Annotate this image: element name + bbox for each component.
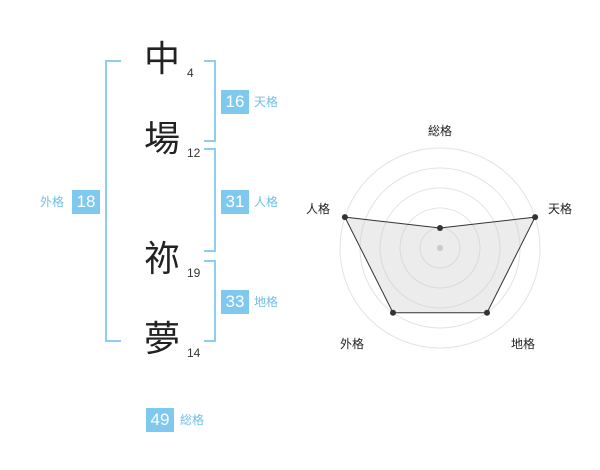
- stroke-count-4: 14: [187, 346, 201, 360]
- radar-series-area: [344, 216, 536, 314]
- radar-point-jinkaku: [341, 214, 348, 221]
- name-char-3: 祢: [143, 239, 180, 280]
- soukaku-value: 49: [146, 408, 174, 432]
- radar-point-tenkaku: [532, 214, 539, 221]
- chikaku-label: 地格: [254, 295, 279, 309]
- radar-point-gaikaku: [389, 309, 396, 316]
- radar-grid-ring-5: [339, 147, 541, 349]
- jinkaku-value: 31: [221, 190, 249, 214]
- radar-point-chikaku: [484, 309, 491, 316]
- stroke-count-3: 19: [187, 266, 201, 280]
- jinkaku-bracket: [204, 148, 216, 252]
- gaikaku-label: 外格: [40, 195, 65, 209]
- tenkaku-label: 天格: [254, 95, 279, 109]
- radar-label-tenkaku: 天格: [548, 202, 573, 216]
- radar-center-dot: [437, 245, 443, 251]
- jinkaku-label: 人格: [254, 195, 279, 209]
- stroke-count-2: 12: [187, 146, 201, 160]
- radar-chart: [339, 147, 541, 349]
- name-char-4: 夢: [143, 319, 180, 360]
- gaikaku-bracket: [105, 60, 121, 342]
- stroke-count-1: 4: [187, 66, 194, 80]
- radar-label-gaikaku: 外格: [340, 337, 365, 351]
- radar-label-chikaku: 地格: [511, 337, 536, 351]
- soukaku-label: 総格: [180, 413, 205, 427]
- tenkaku-bracket: [204, 60, 216, 142]
- radar-label-jinkaku: 人格: [306, 202, 331, 216]
- radar-grid-ring-3: [379, 187, 501, 309]
- chikaku-bracket: [204, 260, 216, 342]
- radar-point-soukaku: [437, 225, 443, 231]
- name-char-1: 中: [143, 39, 180, 80]
- tenkaku-value: 16: [221, 90, 249, 114]
- chikaku-value: 33: [221, 290, 249, 314]
- name-char-2: 場: [143, 119, 180, 160]
- gaikaku-value: 18: [72, 190, 100, 214]
- radar-label-soukaku: 総格: [428, 124, 453, 138]
- radar-grid-ring-2: [399, 207, 481, 289]
